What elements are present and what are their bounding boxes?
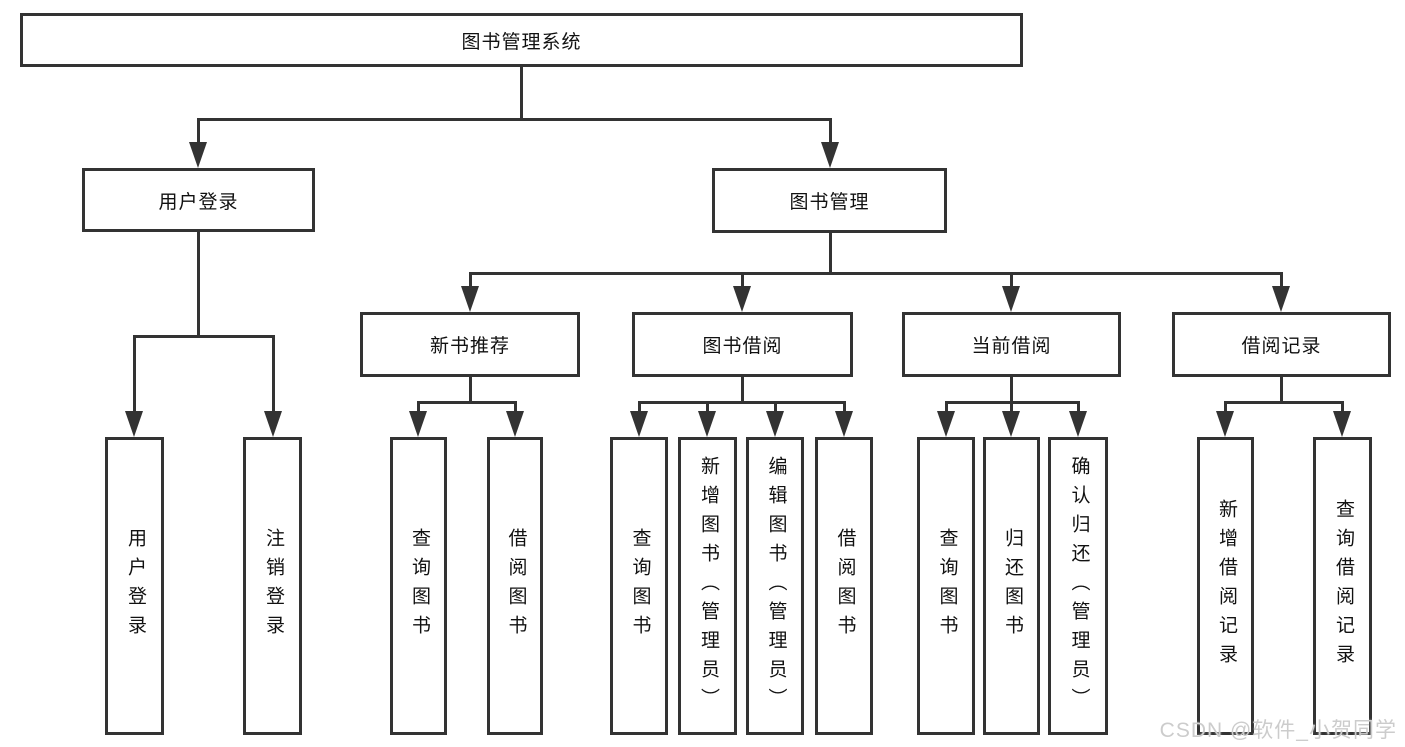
leaf-query-books-current: 查询图书: [917, 437, 975, 735]
node-book-management-label: 图书管理: [789, 192, 870, 213]
arrowhead-down-icon: [506, 411, 524, 437]
arrow-stem: [828, 118, 832, 146]
arrow-stem: [416, 401, 420, 415]
node-library-system-label: 图书管理系统: [461, 31, 582, 53]
connector-horizontal-line: [197, 118, 831, 121]
arrow-stem: [1223, 401, 1227, 415]
arrowhead-down-icon: [461, 286, 479, 312]
csdn-watermark: CSDN @软件_小贺同学: [1159, 719, 1397, 742]
arrow-stem: [271, 335, 275, 415]
leaf-edit-book-admin: 编辑图书（管理员）: [746, 437, 804, 735]
leaf-borrow-book-recommend-label: 借阅图书: [505, 528, 527, 644]
leaf-add-book-admin: 新增图书（管理员）: [678, 437, 737, 735]
arrowhead-down-icon: [1069, 411, 1087, 437]
node-user-login: 用户登录: [82, 168, 315, 232]
arrowhead-down-icon: [1272, 286, 1290, 312]
arrowhead-down-icon: [125, 411, 143, 437]
connector-vertical-line: [828, 233, 832, 275]
connector-vertical-line: [1009, 377, 1013, 404]
arrowhead-down-icon: [821, 142, 839, 168]
arrowhead-down-icon: [189, 142, 207, 168]
arrow-stem: [705, 401, 709, 415]
leaf-borrow-book: 借阅图书: [815, 437, 873, 735]
arrow-stem: [1009, 272, 1013, 290]
arrow-stem: [468, 272, 472, 290]
leaf-return-book: 归还图书: [983, 437, 1040, 735]
arrowhead-down-icon: [264, 411, 282, 437]
arrowhead-down-icon: [1216, 411, 1234, 437]
leaf-query-books-borrow: 查询图书: [610, 437, 668, 735]
connector-vertical-line: [196, 232, 200, 338]
arrow-stem: [637, 401, 641, 415]
arrowhead-down-icon: [1333, 411, 1351, 437]
arrow-stem: [1340, 401, 1344, 415]
node-book-borrow: 图书借阅: [632, 312, 853, 377]
connector-vertical-line: [468, 377, 472, 404]
leaf-logout: 注销登录: [243, 437, 302, 735]
leaf-user-login: 用户登录: [105, 437, 164, 735]
connector-vertical-line: [740, 377, 744, 404]
arrowhead-down-icon: [630, 411, 648, 437]
leaf-confirm-return-admin-label: 确认归还（管理员）: [1068, 455, 1090, 717]
leaf-query-books-current-label: 查询图书: [936, 528, 958, 644]
connector-horizontal-line: [469, 272, 1282, 275]
leaf-add-book-admin-label: 新增图书（管理员）: [697, 455, 719, 717]
leaf-borrow-book-recommend: 借阅图书: [487, 437, 543, 735]
arrow-stem: [1279, 272, 1283, 290]
arrowhead-down-icon: [733, 286, 751, 312]
arrowhead-down-icon: [1002, 286, 1020, 312]
arrow-stem: [842, 401, 846, 415]
connector-horizontal-line: [1224, 401, 1343, 404]
node-borrow-records-label: 借阅记录: [1241, 336, 1322, 357]
leaf-query-borrow-record: 查询借阅记录: [1313, 437, 1372, 735]
node-current-borrow-label: 当前借阅: [971, 336, 1052, 357]
node-borrow-records: 借阅记录: [1172, 312, 1391, 377]
node-user-login-label: 用户登录: [158, 191, 239, 213]
leaf-return-book-label: 归还图书: [1001, 528, 1023, 644]
connector-horizontal-line: [417, 401, 516, 404]
leaf-add-borrow-record-label: 新增借阅记录: [1215, 499, 1237, 673]
arrow-stem: [1009, 401, 1013, 415]
leaf-add-borrow-record: 新增借阅记录: [1197, 437, 1254, 735]
connector-horizontal-line: [133, 335, 274, 338]
arrow-stem: [944, 401, 948, 415]
node-book-borrow-label: 图书借阅: [702, 336, 783, 357]
arrow-stem: [513, 401, 517, 415]
leaf-edit-book-admin-label: 编辑图书（管理员）: [765, 455, 787, 717]
node-book-management: 图书管理: [712, 168, 947, 233]
leaf-confirm-return-admin: 确认归还（管理员）: [1048, 437, 1108, 735]
leaf-query-books-recommend-label: 查询图书: [408, 528, 430, 644]
node-new-book-recommend-label: 新书推荐: [429, 336, 510, 357]
arrowhead-down-icon: [409, 411, 427, 437]
arrow-stem: [132, 335, 136, 415]
arrowhead-down-icon: [698, 411, 716, 437]
connector-horizontal-line: [638, 401, 845, 404]
leaf-query-borrow-record-label: 查询借阅记录: [1332, 499, 1354, 673]
arrow-stem: [740, 272, 744, 290]
connector-vertical-line: [1279, 377, 1283, 404]
leaf-query-books-borrow-label: 查询图书: [629, 528, 651, 644]
arrowhead-down-icon: [1002, 411, 1020, 437]
arrowhead-down-icon: [766, 411, 784, 437]
node-library-system: 图书管理系统: [20, 13, 1023, 67]
connector-vertical-line: [519, 67, 523, 121]
arrowhead-down-icon: [835, 411, 853, 437]
arrow-stem: [773, 401, 777, 415]
leaf-query-books-recommend: 查询图书: [390, 437, 447, 735]
arrowhead-down-icon: [937, 411, 955, 437]
arrow-stem: [1076, 401, 1080, 415]
node-current-borrow: 当前借阅: [902, 312, 1121, 377]
arrow-stem: [196, 118, 200, 146]
leaf-logout-label: 注销登录: [262, 528, 284, 644]
node-new-book-recommend: 新书推荐: [360, 312, 580, 377]
leaf-user-login-label: 用户登录: [124, 528, 146, 644]
leaf-borrow-book-label: 借阅图书: [834, 528, 856, 644]
